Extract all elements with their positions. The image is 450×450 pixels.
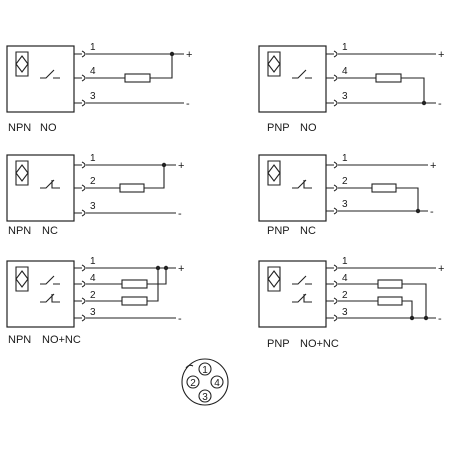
sensor-box	[6, 45, 75, 113]
terminal-number: 3	[342, 199, 348, 210]
junction-dot	[169, 51, 175, 57]
terminal-number: 4	[342, 66, 348, 77]
no-switch-icon	[292, 69, 312, 79]
terminal-number: 4	[90, 273, 96, 284]
diagram-npn-no-nc: 1 4 2 3 + - NPN NO+NC	[6, 256, 184, 346]
positive-sign: +	[186, 49, 192, 61]
terminal-number: 2	[342, 290, 348, 301]
junction-dot	[415, 208, 421, 214]
resistor-icon	[371, 183, 397, 193]
resistor-icon	[121, 279, 148, 289]
connector-key-notch	[185, 364, 194, 369]
output-mode-label: NO+NC	[42, 334, 81, 346]
negative-sign: -	[438, 313, 442, 325]
no-switch-icon	[40, 275, 60, 285]
output-mode-label: NC	[300, 225, 316, 237]
no-switch-icon	[292, 275, 312, 285]
terminal-number: 1	[342, 153, 348, 164]
negative-sign: -	[186, 98, 190, 110]
output-mode-label: NO+NC	[300, 338, 339, 350]
connector-pin: 1	[198, 362, 212, 376]
sensor-symbol-icon	[267, 160, 281, 186]
terminal-number: 1	[90, 256, 96, 267]
output-mode-label: NC	[42, 225, 58, 237]
nc-switch-icon	[292, 179, 312, 189]
positive-sign: +	[438, 49, 444, 61]
negative-sign: -	[178, 208, 182, 220]
terminal-number: 2	[90, 176, 96, 187]
sensor-box	[258, 260, 327, 328]
sensor-symbol-icon	[267, 266, 281, 292]
diagram-pnp-no: 1 4 3 + - PNP NO	[258, 42, 444, 134]
junction-dot	[163, 265, 169, 271]
resistor-icon	[377, 296, 403, 306]
terminal-number: 3	[342, 307, 348, 318]
terminal-number: 3	[90, 201, 96, 212]
nc-switch-icon	[40, 293, 60, 303]
resistor-icon	[121, 296, 148, 306]
junction-dot	[421, 100, 427, 106]
terminal-number: 3	[90, 307, 96, 318]
pin-number: 1	[202, 365, 208, 376]
sensor-symbol-icon	[267, 51, 281, 77]
sensor-symbol-icon	[15, 51, 29, 77]
junction-dot	[409, 315, 415, 321]
transistor-type-label: NPN	[8, 334, 31, 346]
connector-pin: 3	[198, 389, 212, 403]
diagram-npn-nc: 1 2 3 + - NPN NC	[6, 153, 184, 237]
junction-dot	[423, 315, 429, 321]
positive-sign: +	[438, 263, 444, 275]
terminal-number: 3	[342, 91, 348, 102]
resistor-icon	[377, 279, 403, 289]
output-mode-label: NO	[40, 122, 57, 134]
positive-sign: +	[430, 160, 436, 172]
terminal-number: 4	[342, 273, 348, 284]
resistor-icon	[119, 183, 145, 193]
diagram-pnp-no-nc: 1 4 2 3 + - PNP NO+NC	[258, 256, 444, 350]
terminal-number: 3	[90, 91, 96, 102]
nc-switch-icon	[40, 179, 60, 189]
sensor-box	[6, 260, 75, 328]
transistor-type-label: NPN	[8, 225, 31, 237]
pin-number: 4	[214, 378, 220, 389]
positive-sign: +	[178, 160, 184, 172]
connector-pin: 2	[186, 375, 200, 389]
diagram-npn-no: 1 4 3 + - NPN NO	[6, 42, 192, 134]
connector-pinout: 1 2 3 4	[181, 358, 229, 406]
terminal-number: 1	[342, 42, 348, 53]
transistor-type-label: NPN	[8, 122, 31, 134]
output-mode-label: NO	[300, 122, 317, 134]
resistor-icon	[124, 73, 151, 83]
transistor-type-label: PNP	[267, 338, 290, 350]
no-switch-icon	[40, 69, 60, 79]
positive-sign: +	[178, 263, 184, 275]
sensor-box	[258, 45, 327, 113]
terminal-number: 2	[90, 290, 96, 301]
junction-dot	[161, 162, 167, 168]
terminal-number: 4	[90, 66, 96, 77]
negative-sign: -	[178, 313, 182, 325]
transistor-type-label: PNP	[267, 225, 290, 237]
terminal-number: 1	[90, 153, 96, 164]
sensor-symbol-icon	[15, 160, 29, 186]
transistor-type-label: PNP	[267, 122, 290, 134]
terminal-number: 2	[342, 176, 348, 187]
pin-number: 3	[202, 392, 208, 403]
resistor-icon	[375, 73, 402, 83]
terminal-number: 1	[342, 256, 348, 267]
terminal-number: 1	[90, 42, 96, 53]
sensor-symbol-icon	[15, 266, 29, 292]
connector-outline	[181, 358, 229, 406]
negative-sign: -	[438, 98, 442, 110]
pin-number: 2	[190, 378, 196, 389]
junction-dot	[155, 265, 161, 271]
nc-switch-icon	[292, 293, 312, 303]
diagram-pnp-nc: 1 2 3 + - PNP NC	[258, 153, 436, 237]
negative-sign: -	[430, 206, 434, 218]
connector-pin: 4	[210, 375, 224, 389]
